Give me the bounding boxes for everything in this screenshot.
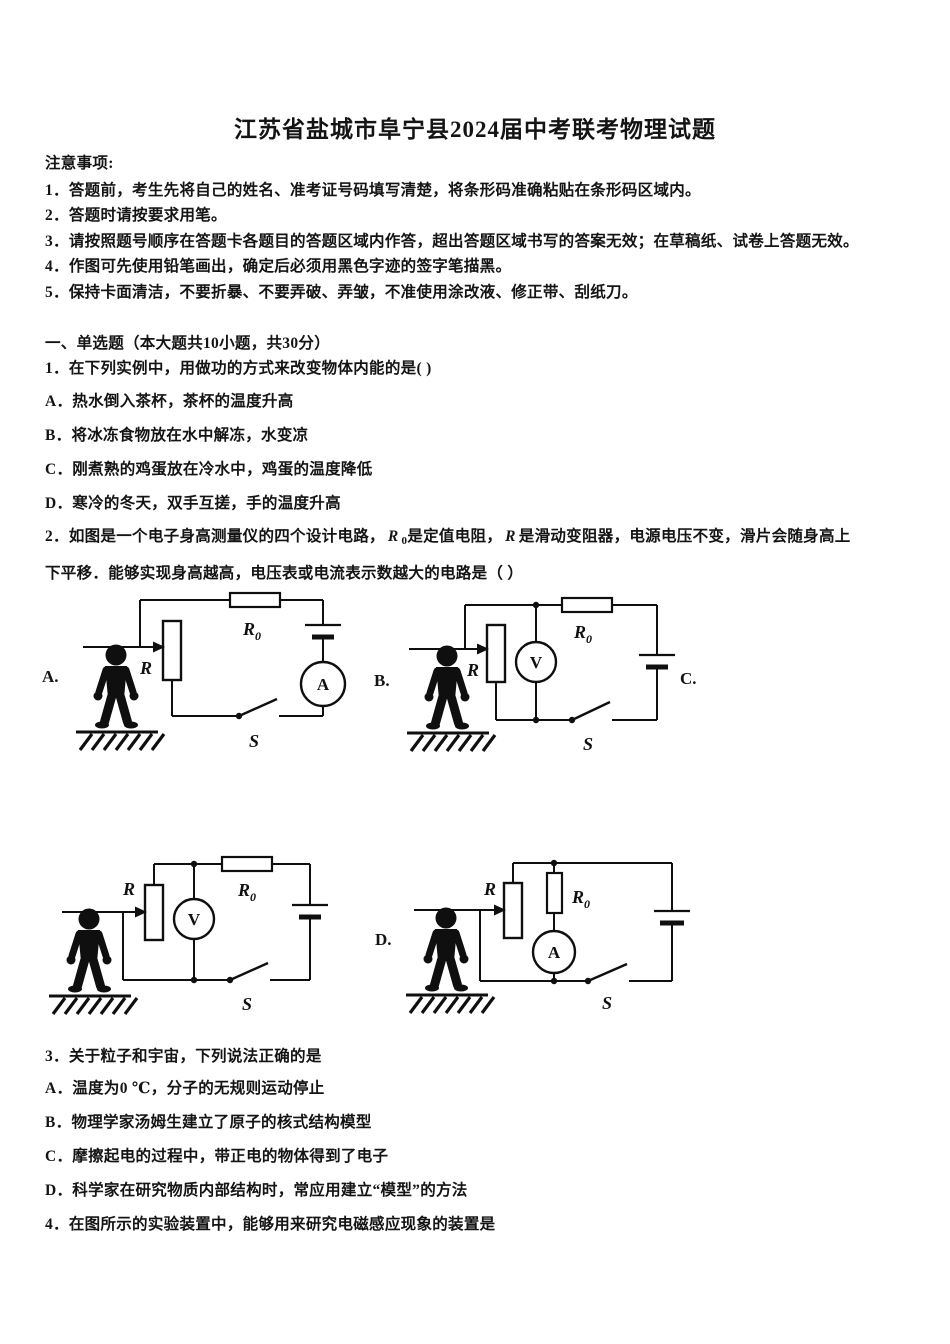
q1-stem: 1．在下列实例中，用做功的方式来改变物体内能的是( ): [45, 360, 432, 377]
choice-label-b: B.: [374, 671, 390, 690]
switch-label: S: [242, 994, 252, 1014]
rheostat-r: [161, 619, 183, 682]
switch-pivot-dot: [226, 976, 234, 984]
junction-dot: [190, 860, 198, 868]
switch-pivot-dot: [235, 712, 243, 720]
q3-option-d: D．科学家在研究物质内部结构时，常应用建立“模型”的方法: [45, 1182, 468, 1199]
notice-item-3: 3．请按照题号顺序在答题卡各题目的答题区域内作答，超出答题区域书写的答案无效；在…: [45, 233, 859, 250]
doc-title: 江苏省盐城市阜宁县2024届中考联考物理试题: [234, 117, 716, 142]
r0-label-sub: 0: [586, 632, 592, 646]
junction-dot: [550, 977, 558, 985]
choice-label-d: D.: [375, 930, 392, 949]
ammeter: [299, 660, 347, 708]
switch-label: S: [249, 731, 259, 751]
ammeter-letter: A: [317, 675, 330, 694]
junction-dot: [190, 976, 198, 984]
q2-stem-part-b: 是定值电阻，: [407, 528, 503, 545]
circuit-diagram-c: V R R 0 S: [50, 855, 328, 1025]
rheostat-r: [502, 881, 524, 940]
rheostat-label: R: [139, 658, 152, 678]
q1-option-b: B．将冰冻食物放在水中解冻，水变凉: [45, 427, 309, 444]
q3-stem: 3．关于粒子和宇宙，下列说法正确的是: [45, 1048, 322, 1065]
voltmeter: [172, 897, 216, 941]
rheostat-r: [485, 623, 507, 684]
notice-heading: 注意事项:: [45, 155, 114, 172]
circuit-diagram-d: A R R 0 S: [400, 859, 690, 1030]
slider-arrowhead: [135, 906, 147, 918]
switch-label: S: [583, 734, 593, 754]
section1-heading: 一、单选题（本大题共10小题，共30分）: [45, 335, 331, 352]
q3-option-a: A．温度为0 ℃，分子的无规则运动停止: [45, 1080, 325, 1097]
notice-item-5: 5．保持卡面清洁，不要折暴、不要弄破、弄皱，不准使用涂改液、修正带、刮纸刀。: [45, 284, 638, 301]
rheostat-label: R: [122, 879, 135, 899]
person-figure: [407, 646, 495, 752]
q1-option-a: A．热水倒入茶杯，茶杯的温度升高: [45, 393, 294, 410]
rheostat-r: [143, 883, 165, 942]
circuit-diagram-a: A R R 0 S: [73, 591, 347, 765]
voltmeter-letter: V: [530, 653, 543, 672]
q2-stem-part-c: 是滑动变阻器，电源电压不变，滑片会随身高上: [518, 528, 851, 545]
ammeter-letter: A: [548, 943, 561, 962]
r0-label: R: [573, 622, 586, 642]
r0-label: R: [237, 880, 250, 900]
rheostat-label: R: [466, 660, 479, 680]
resistor-r0: [545, 871, 564, 915]
resistor-r0: [560, 596, 614, 614]
switch-pivot-dot: [568, 716, 576, 724]
switch-pivot-dot: [584, 977, 592, 985]
circuit-diagram-b: V R R 0 S: [395, 596, 675, 768]
slider-arrowhead: [153, 641, 165, 653]
r0-label: R: [571, 887, 584, 907]
q1-option-c: C．刚煮熟的鸡蛋放在冷水中，鸡蛋的温度降低: [45, 461, 373, 478]
q2-stem-part-a: 2．如图是一个电子身高测量仪的四个设计电路，: [45, 528, 385, 545]
q4-stem: 4．在图所示的实验装置中，能够用来研究电磁感应现象的装置是: [45, 1216, 496, 1233]
notice-item-4: 4．作图可先使用铅笔画出，确定后必须用黑色字迹的签字笔描黑。: [45, 258, 512, 275]
q3-option-c: C．摩擦起电的过程中，带正电的物体得到了电子: [45, 1148, 389, 1165]
slider-arrowhead: [477, 643, 489, 655]
r0-label-sub: 0: [255, 629, 261, 643]
ammeter: [531, 929, 577, 975]
q2-r-symbol: R: [505, 528, 516, 545]
r0-label: R: [242, 619, 255, 639]
notice-item-2: 2．答题时请按要求用笔。: [45, 207, 227, 224]
choice-label-a: A.: [42, 667, 59, 686]
q2-stem-line2: 下平移．能够实现身高越高，电压表或电流表示数越大的电路是（ ）: [45, 565, 524, 582]
voltmeter-letter: V: [188, 910, 201, 929]
rheostat-label: R: [483, 879, 496, 899]
r0-label-sub: 0: [250, 890, 256, 904]
voltmeter: [514, 640, 558, 684]
slider-arrowhead: [494, 904, 506, 916]
switch-label: S: [602, 993, 612, 1013]
q2-r0-subscript: 0: [401, 535, 408, 547]
junction-dot: [550, 859, 558, 867]
resistor-r0: [228, 591, 282, 609]
junction-dot: [532, 716, 540, 724]
q3-option-b: B．物理学家汤姆生建立了原子的核式结构模型: [45, 1114, 372, 1131]
resistor-r0: [220, 855, 274, 873]
r0-label-sub: 0: [584, 897, 590, 911]
choice-label-c: C.: [680, 669, 697, 688]
q2-r0-symbol: R: [387, 528, 399, 545]
q1-option-d: D．寒冷的冬天，双手互搓，手的温度升高: [45, 495, 341, 512]
notice-item-1: 1．答题前，考生先将自己的姓名、准考证号码填写清楚，将条形码准确粘贴在条形码区域…: [45, 182, 701, 199]
junction-dot: [532, 601, 540, 609]
